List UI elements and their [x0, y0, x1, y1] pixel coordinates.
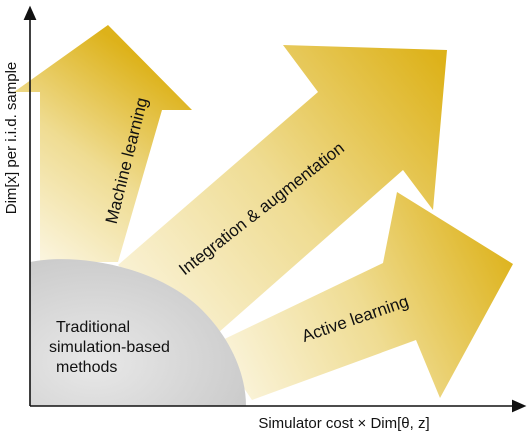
y-axis-label: Dim[x] per i.i.d. sample: [3, 62, 20, 215]
traditional-methods-region: [30, 259, 246, 406]
active-learning-arrow: [214, 192, 513, 400]
traditional-line-3: methods: [56, 359, 117, 376]
traditional-methods-label: Traditional simulation-based methods: [49, 319, 174, 376]
integration-augmentation-arrow: [118, 45, 447, 340]
x-axis-label: Simulator cost × Dim[θ, z]: [258, 415, 429, 432]
traditional-line-2: simulation-based: [49, 339, 170, 356]
traditional-line-1: Traditional: [56, 319, 130, 336]
machine-learning-arrow: [14, 25, 192, 262]
